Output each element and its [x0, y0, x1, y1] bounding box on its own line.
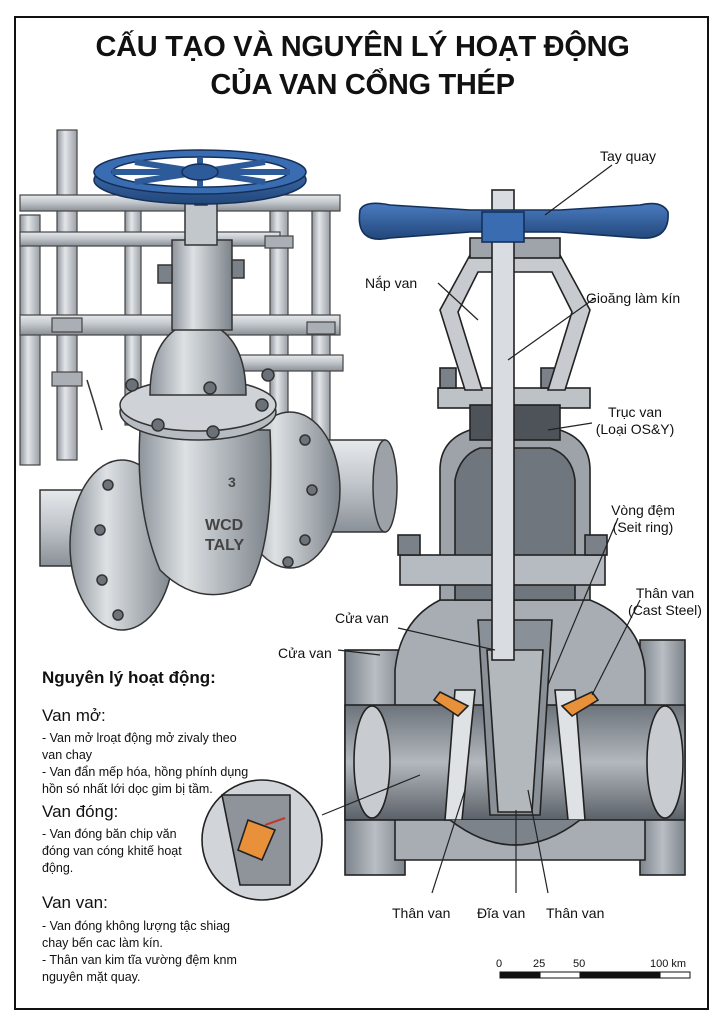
body-markings: 3 WCD TALY [205, 474, 244, 554]
principle-heading: Nguyên lý hoạt động: [42, 668, 216, 687]
label-truc-van-line2: (Loại OS&Y) [595, 421, 675, 437]
valve-body-3d [119, 169, 277, 596]
background-pipework [19, 129, 344, 466]
poster-title: CẤU TẠO VÀ NGUYÊN LÝ HOẠT ĐỘNG CỦA VAN C… [0, 28, 725, 104]
seal-detail-inset [201, 774, 421, 901]
van-mo-line-1: - Van mở lroạt động mở zivaly theo van c… [42, 731, 237, 762]
section-van-van-text: - Van đóng không lượng tậc shiag chay bế… [42, 918, 242, 986]
label-cua-van-inner: Cửa van [335, 610, 389, 626]
label-gioang: Gioăng làm kín [586, 290, 681, 306]
section-body [344, 189, 686, 876]
label-vong-dem-line2: (Seit ring) [612, 519, 674, 535]
label-than-van-bottom-left: Thân van [392, 905, 451, 921]
section-van-dong-text: - Van đóng băn chip văn đóng van cóng kh… [42, 826, 207, 877]
title-line-1: CẤU TẠO VÀ NGUYÊN LÝ HOẠT ĐỘNG [95, 31, 630, 63]
scale-tick-100: 100 km [650, 958, 687, 970]
label-dia-van: Đĩa van [477, 905, 526, 921]
label-cua-van-outer: Cửa van [278, 645, 332, 661]
label-than-van-bottom-right: Thân van [546, 905, 605, 921]
van-van-line-1: - Van đóng không lượng tậc shiag chay bế… [42, 919, 230, 950]
label-truc-van-line1: Trục van [608, 404, 662, 420]
label-vong-dem-line1: Vòng đệm [611, 502, 675, 518]
label-than-van-right-line1: Thân van [635, 585, 695, 601]
marking-material: WCD [205, 517, 243, 534]
section-van-dong-title: Van đóng: [42, 802, 119, 821]
marking-size: 3 [228, 474, 236, 490]
label-nap-van: Nắp van [365, 275, 418, 291]
leader-lines [337, 164, 641, 894]
title-line-2: CỦA VAN CỔNG THÉP [210, 69, 515, 101]
van-dong-line-1: - Van đóng băn chip văn đóng van cóng kh… [42, 827, 182, 875]
section-van-van-title: Van van: [42, 893, 108, 912]
label-vong-dem: Vòng đệm (Seit ring) [603, 502, 683, 536]
scale-bar [499, 971, 691, 979]
label-than-van-right-line2: (Cast Steel) [628, 602, 702, 618]
label-truc-van: Trục van (Loại OS&Y) [590, 404, 680, 438]
van-mo-line-2: - Van đẩn mếp hóa, hồng phính dụng hồn s… [42, 765, 249, 796]
marking-country: TALY [205, 537, 244, 554]
scale-tick-25: 25 [533, 958, 546, 970]
scale-tick-50: 50 [573, 958, 586, 970]
handwheel-section [358, 202, 669, 243]
section-van-mo-text: - Van mở lroạt động mở zivaly theo van c… [42, 730, 252, 798]
section-van-mo-title: Van mở: [42, 706, 106, 725]
scale-tick-0: 0 [496, 958, 503, 970]
label-tay-quay: Tay quay [600, 148, 657, 164]
label-than-van-right: Thân van (Cast Steel) [620, 585, 710, 619]
van-van-line-2: - Thân van kim tĩa vường đệm knm nguyên … [42, 953, 237, 984]
handwheel-3d [93, 149, 307, 205]
